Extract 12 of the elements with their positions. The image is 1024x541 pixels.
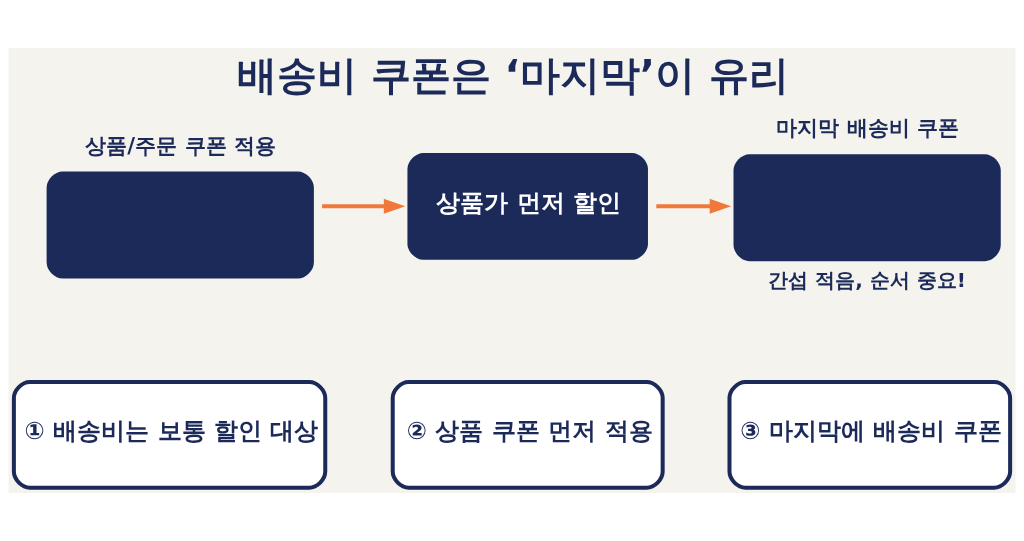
diagram-title: 배송비 쿠폰은 ‘마지막’이 유리	[236, 52, 790, 99]
node-box: ② 상품 쿠폰 먼저 적용	[390, 380, 665, 490]
arrow	[322, 198, 406, 214]
node-label: 마지막 배송비 쿠폰	[776, 115, 960, 141]
node-box	[46, 171, 314, 279]
arrow	[656, 198, 732, 214]
node-box: ③ 마지막에 배송비 쿠폰	[727, 380, 1013, 490]
node-box: 상품가 먼저 할인	[407, 152, 648, 260]
node-label: 상품/주문 쿠폰 적용	[85, 132, 277, 158]
node-box: ① 배송비는 보통 할인 대상	[11, 380, 328, 490]
node-box	[733, 154, 1001, 262]
node-label: 간섭 적음, 순서 중요!	[768, 267, 966, 292]
